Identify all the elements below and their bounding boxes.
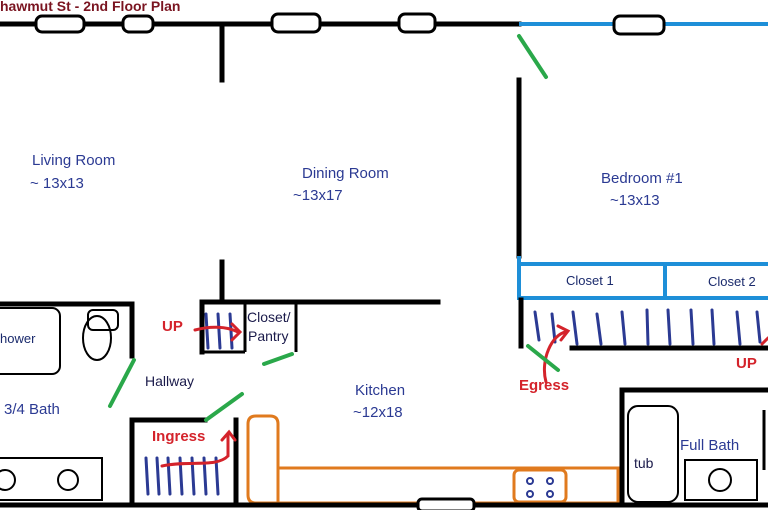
full-bath-label: Full Bath	[680, 437, 739, 454]
stove-icon	[512, 468, 568, 504]
closet-pantry-label-1: Closet/	[247, 309, 291, 325]
kitchen-size: ~12x18	[353, 404, 403, 421]
ingress-label: Ingress	[152, 428, 205, 445]
window	[612, 14, 666, 36]
window	[416, 497, 476, 510]
egress-door	[526, 344, 560, 372]
ingress-door	[204, 392, 244, 422]
egress-label: Egress	[519, 377, 569, 394]
ingress-arrow	[160, 429, 237, 468]
dining-room-size: ~13x17	[293, 187, 343, 204]
kitchen-name: Kitchen	[355, 382, 405, 399]
bath-34-label: 3/4 Bath	[4, 401, 60, 418]
tub-fixture	[627, 405, 679, 503]
up-arrow-right	[760, 336, 768, 346]
hallway-label: Hallway	[145, 373, 194, 389]
window	[121, 14, 155, 34]
up-label-right: UP	[736, 355, 757, 372]
bath-door	[108, 358, 136, 408]
tub-label: tub	[634, 455, 654, 471]
pantry-door	[262, 352, 294, 366]
window	[270, 12, 322, 34]
bedroom-name: Bedroom #1	[601, 170, 683, 187]
dining-room-name: Dining Room	[302, 165, 389, 182]
closet-1-label: Closet 1	[566, 273, 614, 288]
pantry-stairs	[204, 312, 234, 350]
bedroom-size: ~13x13	[610, 192, 660, 209]
bedroom-door	[517, 34, 548, 79]
living-room-size: ~ 13x13	[30, 175, 84, 192]
up-label-left: UP	[162, 318, 183, 335]
closet-pantry-label-2: Pantry	[248, 328, 288, 344]
fullbath-sink-icon	[684, 459, 758, 501]
kitchen-counter	[246, 414, 620, 505]
window	[34, 14, 86, 34]
closet-2-label: Closet 2	[708, 274, 756, 289]
plan-title: hawmut St - 2nd Floor Plan	[0, 0, 180, 14]
toilet-icon	[82, 309, 119, 361]
egress-arrow	[542, 324, 571, 384]
living-room-name: Living Room	[32, 152, 115, 169]
up-arrow-left	[193, 322, 243, 342]
shower-label: hower	[0, 331, 36, 346]
sink-icon	[0, 457, 103, 501]
egress-stairs	[533, 308, 762, 346]
shower-fixture	[0, 307, 61, 375]
window	[397, 12, 437, 34]
